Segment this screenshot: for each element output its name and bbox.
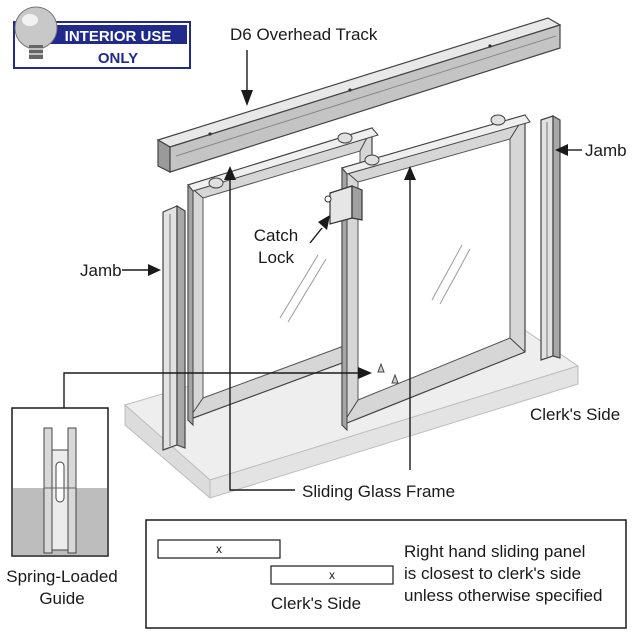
legend-note-line1: Right hand sliding panel (404, 542, 585, 561)
sliding-panel-front (341, 114, 531, 432)
leader-lines (63, 50, 582, 491)
spring-guide-label-line1: Spring-Loaded (6, 567, 118, 586)
legend-clerks-side-label: Clerk's Side (271, 594, 361, 613)
spring-guide-marks (377, 362, 399, 384)
left-jamb-label: Jamb (80, 261, 122, 280)
catch-lock-label-line2: Lock (258, 248, 294, 267)
panel-orientation-legend: x x Clerk's Side Right hand sliding pane… (145, 519, 627, 629)
badge-line1: INTERIOR USE (65, 28, 172, 45)
clerks-side-label: Clerk's Side (530, 405, 620, 424)
leader-arrowheads (148, 90, 568, 379)
left-panel-symbol (157, 539, 281, 559)
left-panel-mark: x (216, 542, 222, 556)
spring-guide-inset (11, 407, 109, 557)
overhead-track-label: D6 Overhead Track (230, 25, 378, 44)
lightbulb-icon (14, 6, 58, 59)
legend-note-line2: is closest to clerk's side (404, 564, 581, 583)
overhead-track (156, 17, 562, 173)
catch-lock (324, 185, 363, 225)
legend-note-line3: unless otherwise specified (404, 586, 602, 605)
right-jamb (540, 114, 561, 361)
spring-guide-label-line2: Guide (39, 589, 84, 608)
right-panel-mark: x (329, 568, 335, 582)
interior-use-badge: INTERIOR USE ONLY (13, 6, 191, 69)
catch-lock-label-line1: Catch (254, 226, 298, 245)
sliding-glass-frame-label: Sliding Glass Frame (302, 482, 455, 501)
right-jamb-label: Jamb (585, 141, 627, 160)
right-panel-symbol (270, 565, 394, 585)
badge-line2: ONLY (98, 50, 138, 67)
left-jamb (162, 204, 186, 451)
